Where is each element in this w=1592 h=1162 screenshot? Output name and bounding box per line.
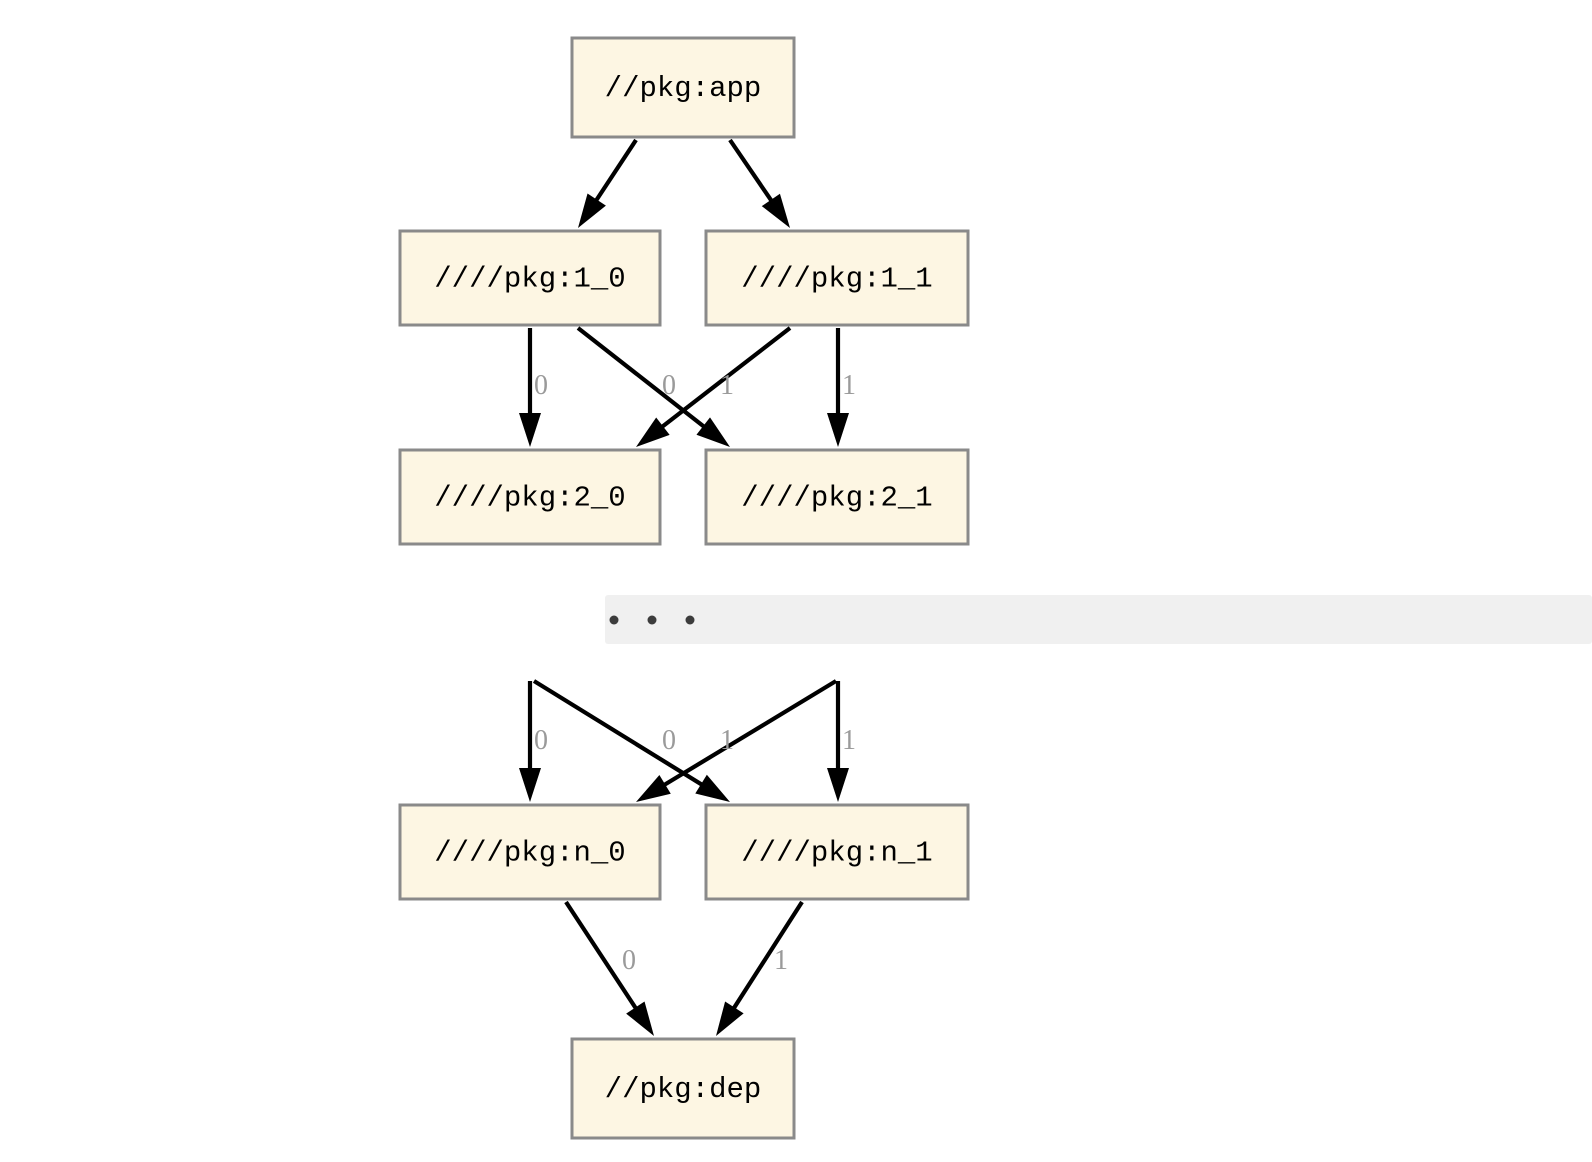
edge-1_0-2_1 xyxy=(576,326,730,447)
edge-label-1_0-2_1: 0 xyxy=(662,370,676,401)
edge-line xyxy=(656,326,792,432)
ellipsis-bar-background xyxy=(605,595,1592,644)
edge-n_0-dep xyxy=(564,900,654,1036)
ellipsis-bar xyxy=(605,595,1592,644)
node-box[interactable] xyxy=(704,229,970,327)
arrowhead-icon xyxy=(626,1001,654,1036)
edge-label-1_1-2_1: 1 xyxy=(842,370,856,401)
edge-label-1_0-2_0: 0 xyxy=(534,370,548,401)
ellipsis-dot-0 xyxy=(609,615,619,625)
edge-line xyxy=(564,900,641,1014)
edge-1_1-2_0 xyxy=(636,326,792,447)
edge-line xyxy=(591,138,638,206)
node-box[interactable] xyxy=(398,803,662,901)
node-label: ////pkg:n_0 xyxy=(434,837,625,870)
arrowhead-icon xyxy=(695,774,730,802)
node-box[interactable] xyxy=(704,803,970,901)
edge-app-1_0 xyxy=(578,138,638,228)
edges-layer xyxy=(519,138,849,1036)
edge-y-n_1 xyxy=(827,681,849,802)
edge-x-n_0 xyxy=(519,681,541,802)
edge-label-1_1-2_0: 1 xyxy=(720,370,734,401)
node-box[interactable] xyxy=(398,448,662,546)
node-nn_0[interactable]: ////pkg:n_0 xyxy=(398,803,662,901)
node-label: ////pkg:n_1 xyxy=(741,837,932,870)
edge-label-y-n_0: 1 xyxy=(720,725,734,756)
node-label: //pkg:app xyxy=(605,72,762,105)
ellipsis-dot-1 xyxy=(647,615,657,625)
arrowhead-icon xyxy=(636,417,670,447)
edge-y-n_0 xyxy=(636,679,838,802)
edge-label-n_1-dep: 1 xyxy=(774,945,788,976)
edge-label-y-n_1: 1 xyxy=(842,725,856,756)
node-dep[interactable]: //pkg:dep xyxy=(570,1037,796,1140)
node-label: ////pkg:2_0 xyxy=(434,482,625,515)
arrowhead-icon xyxy=(519,768,541,802)
edge-x-n_1 xyxy=(532,679,730,802)
node-n2_1[interactable]: ////pkg:2_1 xyxy=(704,448,970,546)
node-nn_1[interactable]: ////pkg:n_1 xyxy=(704,803,970,901)
edge-label-x-n_1: 0 xyxy=(662,725,676,756)
node-box[interactable] xyxy=(704,448,970,546)
node-label: ////pkg:1_0 xyxy=(434,263,625,296)
edge-1_0-2_0 xyxy=(519,328,541,447)
node-n1_1[interactable]: ////pkg:1_1 xyxy=(704,229,970,327)
node-label: //pkg:dep xyxy=(605,1073,762,1106)
node-n1_0[interactable]: ////pkg:1_0 xyxy=(398,229,662,327)
arrowhead-icon xyxy=(827,413,849,447)
edge-n_1-dep xyxy=(716,900,804,1036)
node-box[interactable] xyxy=(570,36,796,139)
edge-line xyxy=(729,900,804,1014)
node-label: ////pkg:2_1 xyxy=(741,482,932,515)
node-n2_0[interactable]: ////pkg:2_0 xyxy=(398,448,662,546)
arrowhead-icon xyxy=(578,193,606,228)
node-label: ////pkg:1_1 xyxy=(741,263,932,296)
edge-line xyxy=(658,679,838,790)
edge-label-x-n_0: 0 xyxy=(534,725,548,756)
node-app[interactable]: //pkg:app xyxy=(570,36,796,139)
edge-labels-layer: 0 0 1 1 0 0 1 1 0 1 xyxy=(534,370,856,976)
arrowhead-icon xyxy=(696,417,730,447)
edge-line xyxy=(576,326,710,432)
arrowhead-icon xyxy=(827,768,849,802)
arrowhead-icon xyxy=(519,413,541,447)
edge-line xyxy=(728,138,776,207)
arrowhead-icon xyxy=(636,774,671,802)
edge-1_1-2_1 xyxy=(827,328,849,447)
arrowhead-icon xyxy=(716,1001,744,1036)
node-box[interactable] xyxy=(570,1037,796,1140)
node-box[interactable] xyxy=(398,229,662,327)
edge-line xyxy=(532,679,708,790)
arrowhead-icon xyxy=(761,193,790,228)
ellipsis-dot-2 xyxy=(685,615,695,625)
edge-app-1_1 xyxy=(728,138,790,228)
edge-label-n_0-dep: 0 xyxy=(622,945,636,976)
nodes-layer: //pkg:app ////pkg:1_0 ////pkg:1_1 ////pkg:2… xyxy=(398,36,970,1140)
